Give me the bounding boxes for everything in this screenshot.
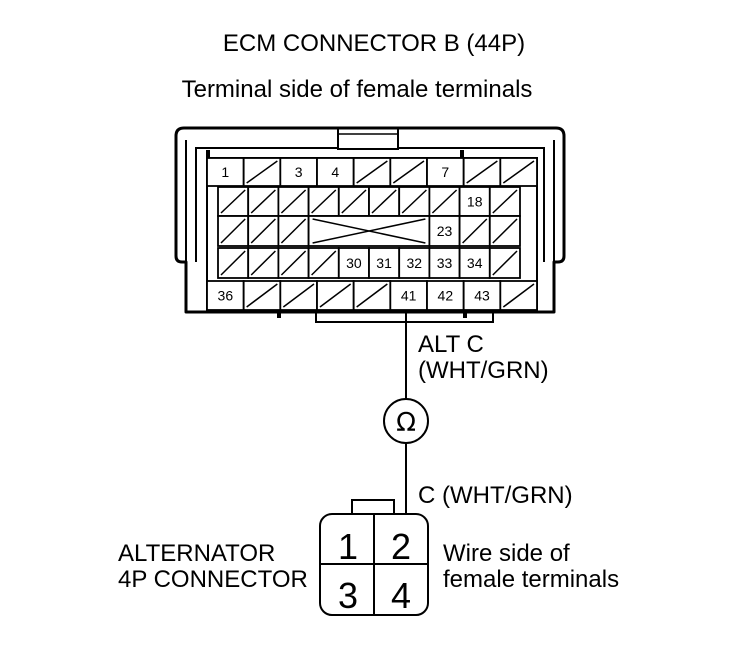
terminal-number: 30: [346, 255, 362, 271]
unused-terminal-slash: [282, 283, 315, 308]
unused-terminal-slash: [280, 250, 307, 276]
ohm-icon: Ω: [396, 408, 416, 438]
wire-top-color: (WHT/GRN): [418, 357, 549, 384]
unused-terminal-slash: [250, 189, 276, 214]
terminal-cavity: [389, 280, 428, 311]
terminal-number: 4: [331, 164, 339, 180]
unused-terminal-slash: [356, 160, 388, 184]
terminal-number: 23: [437, 223, 453, 239]
unused-terminal-slash: [492, 189, 518, 214]
alternator-terminal-2: 2: [391, 526, 411, 567]
terminal-cavity: [426, 280, 465, 311]
unused-terminal-slash: [311, 250, 337, 276]
terminal-number: 43: [474, 288, 490, 304]
connector-housing: [174, 126, 566, 314]
terminal-cavity: [368, 247, 401, 279]
ohmmeter-circle: [383, 398, 429, 444]
housing-key-mark: [277, 312, 281, 318]
unused-terminal-slash: [220, 189, 246, 214]
terminal-number: 1: [221, 164, 229, 180]
unused-terminal-slash: [250, 218, 276, 244]
unused-terminal-slash: [341, 189, 367, 214]
inner-rim: [195, 147, 545, 262]
unused-terminal-slash: [311, 189, 337, 214]
top-key-tab: [337, 127, 399, 150]
unused-terminal-slash: [492, 250, 518, 276]
housing-key-mark: [463, 312, 467, 318]
diagram-title: ECM CONNECTOR B (44P): [223, 30, 525, 57]
unused-terminal-slash: [401, 189, 427, 214]
alternator-view-line1: Wire side of: [443, 540, 570, 567]
terminal-number: 36: [218, 288, 234, 304]
terminal-number: 33: [437, 255, 453, 271]
unused-terminal-slash: [319, 283, 352, 308]
terminal-cavity: [428, 215, 461, 247]
unused-terminal-slash: [246, 283, 278, 308]
unused-terminal-slash: [466, 160, 498, 184]
ohmmeter-symbol: Ω: [383, 398, 429, 444]
alternator-terminal-1: 1: [338, 526, 358, 567]
terminal-cavity: [206, 157, 245, 187]
unused-terminal-slash: [462, 218, 488, 244]
alternator-terminal-4: 4: [391, 575, 411, 616]
terminal-number: 18: [467, 194, 483, 210]
terminal-number: 31: [376, 255, 392, 271]
unused-terminal-slash: [246, 160, 278, 184]
unused-terminal-slash: [431, 189, 458, 214]
unused-terminal-slash: [280, 189, 307, 214]
unused-terminal-slash: [220, 218, 246, 244]
unused-terminal-slash: [392, 160, 425, 184]
terminal-number: 42: [438, 288, 454, 304]
bottom-wire-tab: [315, 312, 494, 323]
wire-top-label: ALT C: [418, 331, 484, 358]
terminal-number: 34: [467, 255, 483, 271]
alternator-name-line2: 4P CONNECTOR: [118, 566, 308, 593]
terminal-cavity: [458, 186, 491, 217]
unused-terminal-slash: [280, 218, 307, 244]
terminal-cavity: [206, 280, 245, 311]
unused-terminal-slash: [220, 250, 246, 276]
terminal-number: 7: [441, 164, 449, 180]
unused-terminal-slash: [492, 218, 518, 244]
terminal-number: 32: [407, 255, 423, 271]
view-caption: Terminal side of female terminals: [182, 76, 533, 103]
housing-key-mark: [460, 150, 464, 157]
alternator-view-line2: female terminals: [443, 566, 619, 593]
terminal-number: 3: [295, 164, 303, 180]
unused-terminal-slash: [356, 283, 388, 308]
housing-key-mark: [206, 150, 210, 157]
unused-terminal-slash: [371, 189, 397, 214]
unused-terminal-slash: [502, 283, 535, 308]
blocked-cross-line: [312, 218, 426, 244]
alternator-connector: 1 2 3 4 ALTERNATOR 4P CONNECTOR Wire sid…: [118, 499, 619, 616]
wire-bottom-label: C (WHT/GRN): [418, 482, 573, 509]
terminal-number: 41: [401, 288, 417, 304]
alternator-key-tab: [351, 499, 395, 515]
alternator-terminal-3: 3: [338, 575, 358, 616]
terminal-cavity: [316, 157, 355, 187]
unused-terminal-slash: [250, 250, 276, 276]
alternator-name-line1: ALTERNATOR: [118, 540, 275, 567]
test-wire: ALT C (WHT/GRN) C (WHT/GRN): [405, 310, 573, 514]
unused-terminal-slash: [502, 160, 535, 184]
